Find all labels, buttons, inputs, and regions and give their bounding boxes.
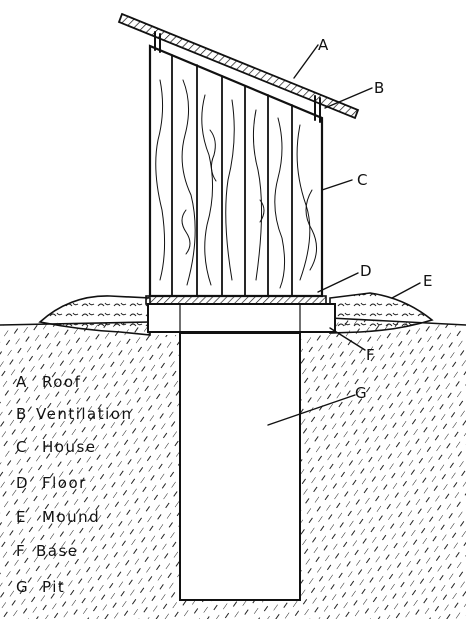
pit	[179, 332, 301, 601]
legend-item-e: E Mound	[16, 508, 100, 526]
base	[147, 303, 336, 333]
svg-text:B: B	[16, 405, 28, 423]
svg-text:A: A	[16, 373, 28, 391]
roof	[117, 12, 360, 120]
svg-text:House: House	[42, 438, 97, 456]
legend-item-c: C House	[16, 438, 97, 456]
legend-item-g: G Pit	[16, 578, 65, 596]
svg-text:Base: Base	[36, 542, 79, 560]
legend: A Roof B Ventilation C House D Floor E M…	[16, 373, 132, 596]
svg-text:Mound: Mound	[42, 508, 100, 526]
svg-text:Roof: Roof	[42, 373, 81, 391]
svg-text:C: C	[16, 438, 28, 456]
svg-text:F: F	[16, 542, 26, 560]
label-b: B	[374, 79, 384, 97]
house	[148, 44, 324, 298]
label-g: G	[355, 384, 367, 402]
svg-text:E: E	[16, 508, 27, 526]
floor-slab	[145, 295, 327, 305]
svg-text:D: D	[16, 474, 29, 492]
legend-item-a: A Roof	[16, 373, 81, 391]
legend-item-f: F Base	[16, 542, 79, 560]
wood-grain	[155, 79, 317, 289]
svg-text:Ventilation: Ventilation	[36, 405, 132, 423]
label-e: E	[423, 272, 432, 290]
svg-text:G: G	[16, 578, 29, 596]
svg-text:Pit: Pit	[42, 578, 65, 596]
label-d: D	[360, 262, 372, 280]
callout-labels: A B C D E F G	[318, 36, 432, 402]
legend-item-d: D Floor	[16, 474, 87, 492]
svg-text:Floor: Floor	[42, 474, 87, 492]
leader-lines	[267, 44, 421, 426]
legend-item-b: B Ventilation	[16, 405, 132, 423]
label-c: C	[357, 171, 367, 189]
label-f: F	[366, 346, 375, 364]
label-a: A	[318, 36, 329, 54]
